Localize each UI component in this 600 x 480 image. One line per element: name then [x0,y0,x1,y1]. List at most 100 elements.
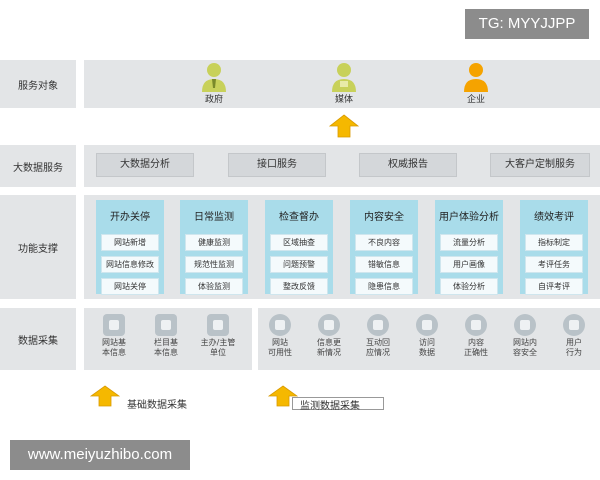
legend-basic-label: 基础数据采集 [127,400,187,411]
service-target-panel: 政府 媒体 企业 [84,60,600,108]
collection-label: 新情况 [317,348,341,357]
collection-label: 本信息 [102,348,126,357]
content-correctness-icon [465,314,487,336]
collection-item: 网站基 本信息 [92,314,136,358]
organizer-icon [207,314,229,336]
function-item: 规范性监测 [185,256,243,273]
function-item: 指标制定 [525,234,583,251]
basic-collection-panel: 网站基 本信息 栏目基 本信息 主办/主管 单位 [84,308,252,370]
function-item: 自评考评 [525,278,583,295]
legend-monitor-label: 监测数据采集 [300,401,360,412]
access-data-icon [416,314,438,336]
collection-item: 用户 行为 [552,314,596,358]
audience-enterprise: 企业 [446,62,506,105]
function-support-panel: 开办关停 网站新增 网站信息修改 网站关停 日常监测 健康监测 规范性监测 体验… [84,195,600,299]
media-user-icon [332,63,356,92]
collection-label: 行为 [566,348,582,357]
row-label-data-collection: 数据采集 [0,308,76,370]
collection-item: 访问 数据 [405,314,449,358]
collection-label: 数据 [419,348,435,357]
collection-item: 网站内 容安全 [503,314,547,358]
function-item: 网站关停 [101,278,159,295]
legend-monitor-box [292,397,384,410]
function-item: 流量分析 [440,234,498,251]
row-label-big-data-service: 大数据服务 [0,145,76,187]
collection-label: 容安全 [513,348,537,357]
function-item: 整改反馈 [270,278,328,295]
collection-label: 栏目基 [154,338,178,347]
function-title: 检查督办 [279,212,319,223]
collection-label: 网站内 [513,338,537,347]
website-info-icon [103,314,125,336]
service-api: 接口服务 [228,153,326,177]
function-item: 健康监测 [185,234,243,251]
monitor-collection-arrow-icon [268,385,298,407]
audience-label: 政府 [204,95,223,105]
function-column: 绩效考评 指标制定 考评任务 自评考评 [520,200,588,295]
collection-label: 应情况 [366,348,390,357]
collection-label: 网站 [272,338,288,347]
interaction-icon [367,314,389,336]
collection-label: 本信息 [154,348,178,357]
basic-collection-arrow-icon [90,385,120,407]
collection-label: 主办/主管 [200,338,236,347]
function-item: 错敏信息 [355,256,413,273]
audience-government: 政府 [184,62,244,105]
update-icon [318,314,340,336]
user-behavior-icon [563,314,585,336]
collection-label: 访问 [419,338,435,347]
collection-label: 正确性 [464,348,488,357]
collection-label: 用户 [566,338,582,347]
function-item: 问题预警 [270,256,328,273]
watermark-bottom: www.meiyuzhibo.com [10,440,190,470]
collection-label: 互动回 [366,338,390,347]
service-custom: 大客户定制服务 [490,153,590,177]
collection-item: 互动回 应情况 [356,314,400,358]
collection-label: 网站基 [102,338,126,347]
function-column: 用户体验分析 流量分析 用户画像 体验分析 [435,200,503,295]
collection-item: 信息更 新情况 [307,314,351,358]
watermark-top: TG: MYYJJPP [465,9,589,39]
collection-label: 内容 [468,338,484,347]
government-user-icon [202,63,226,92]
collection-item: 网站 可用性 [258,314,302,358]
function-column: 开办关停 网站新增 网站信息修改 网站关停 [96,200,164,295]
collection-item: 主办/主管 单位 [196,314,240,358]
collection-item: 栏目基 本信息 [144,314,188,358]
function-column: 日常监测 健康监测 规范性监测 体验监测 [180,200,248,295]
function-title: 日常监测 [194,212,234,223]
availability-icon [269,314,291,336]
enterprise-user-icon [464,63,488,92]
audience-media: 媒体 [314,62,374,105]
collection-item: 内容 正确性 [454,314,498,358]
function-item: 区域抽查 [270,234,328,251]
function-item: 网站信息修改 [101,256,159,273]
function-title: 绩效考评 [534,212,574,223]
column-info-icon [155,314,177,336]
function-item: 隐患信息 [355,278,413,295]
service-big-data-analysis: 大数据分析 [96,153,194,177]
function-title: 内容安全 [364,212,404,223]
function-item: 网站新增 [101,234,159,251]
function-item: 考评任务 [525,256,583,273]
function-title: 开办关停 [110,212,150,223]
function-item: 用户画像 [440,256,498,273]
monitor-collection-panel: 网站 可用性 信息更 新情况 互动回 应情况 访问 数据 内容 正确性 网站内 … [258,308,600,370]
content-security-icon [514,314,536,336]
up-arrow-icon [329,114,359,138]
function-item: 体验分析 [440,278,498,295]
audience-label: 企业 [466,95,485,105]
function-column: 检查督办 区域抽查 问题预警 整改反馈 [265,200,333,295]
service-authority-report: 权威报告 [359,153,457,177]
function-item: 不良内容 [355,234,413,251]
function-item: 体验监测 [185,278,243,295]
collection-label: 单位 [210,348,226,357]
function-column: 内容安全 不良内容 错敏信息 隐患信息 [350,200,418,295]
function-title: 用户体验分析 [439,212,499,223]
big-data-service-panel: 大数据分析 接口服务 权威报告 大客户定制服务 [84,145,600,187]
row-label-function-support: 功能支撑 [0,195,76,299]
collection-label: 可用性 [268,348,292,357]
row-label-service-target: 服务对象 [0,60,76,108]
collection-label: 信息更 [317,338,341,347]
audience-label: 媒体 [334,95,353,105]
